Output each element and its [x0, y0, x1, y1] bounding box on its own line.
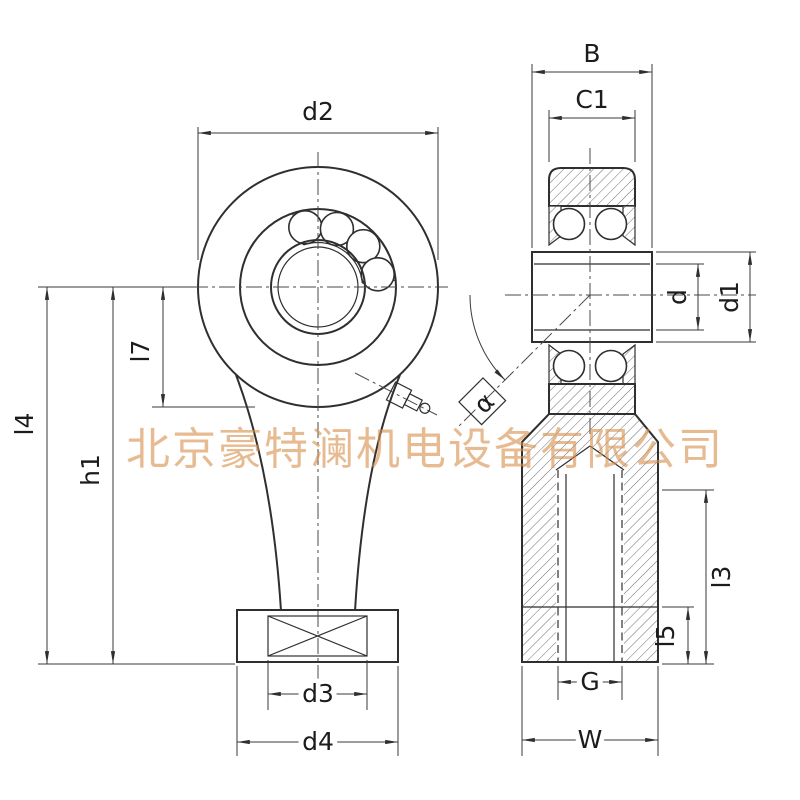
dim-h1: h1 — [76, 287, 116, 664]
neck-left-edge — [235, 374, 282, 612]
dim-label-d: d — [663, 289, 692, 305]
outer-ring-section-top — [548, 167, 636, 207]
dim-d1: d1 — [656, 251, 756, 343]
dim-label-alpha: α — [468, 387, 500, 419]
dim-l5: l5 — [651, 606, 694, 664]
dim-label-d3: d3 — [302, 679, 334, 708]
race-shoulder-top-right — [622, 205, 636, 247]
thread-symbol-diag2 — [267, 615, 368, 657]
dim-label-h1: h1 — [76, 454, 105, 486]
dim-label-W: W — [578, 725, 603, 754]
dim-l4: l4 — [10, 287, 50, 664]
dim-label-l3: l3 — [707, 566, 736, 589]
dim-label-l4: l4 — [10, 413, 39, 436]
side-view: α B C1 d d1 — [458, 39, 756, 759]
dim-label-B: B — [583, 39, 600, 68]
threaded-hole — [555, 445, 625, 662]
dim-B: B — [531, 39, 653, 248]
dim-l7: l7 — [126, 287, 255, 408]
inner-ring-section — [531, 251, 653, 343]
dim-C1: C1 — [548, 85, 636, 162]
dim-d2: d2 — [197, 97, 439, 260]
dim-d: d — [656, 263, 704, 331]
dim-d3: d3 — [267, 660, 368, 713]
dim-alpha: α — [458, 294, 507, 426]
outer-ring-section-bottom — [548, 383, 636, 415]
dim-label-G: G — [580, 667, 599, 696]
misalignment-axis — [458, 294, 591, 427]
raceway-arc — [303, 241, 363, 284]
balls-bottom-row — [552, 349, 628, 383]
neck-right-edge — [354, 374, 401, 612]
grease-fitting — [385, 381, 431, 414]
dim-label-d1: d1 — [715, 281, 744, 313]
front-view: d2 l7 h1 l4 d3 — [10, 97, 448, 761]
dim-G: G — [557, 662, 623, 701]
dim-d4: d4 — [236, 666, 399, 761]
dim-label-l5: l5 — [651, 625, 680, 648]
grease-fitting-axis — [354, 372, 438, 416]
bearing-balls — [287, 210, 396, 292]
balls-top-row — [552, 207, 628, 241]
dim-W: W — [521, 666, 659, 759]
dim-label-d4: d4 — [302, 727, 334, 756]
dim-label-l7: l7 — [126, 340, 155, 363]
dim-label-d2: d2 — [302, 97, 334, 126]
dim-label-C1: C1 — [575, 85, 608, 114]
